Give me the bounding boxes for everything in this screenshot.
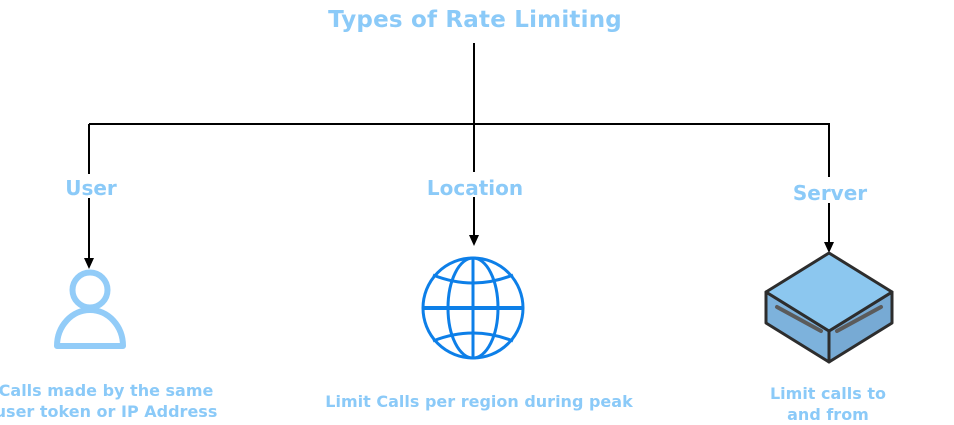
server-vent-line [835, 305, 883, 333]
globe-meridian-ellipse [446, 256, 500, 360]
arrow-down-icon [824, 242, 834, 253]
branch-label-location: Location [426, 176, 524, 200]
user-icon [54, 269, 126, 349]
arrow-down-icon [469, 235, 479, 246]
server-vent-line [775, 305, 823, 333]
user-icon-body [54, 307, 126, 349]
branch-caption-location: Limit Calls per region during peak [325, 392, 633, 411]
globe-latitude-top [432, 273, 514, 285]
branch-caption-server: Limit calls to and from specific servers… [769, 384, 887, 424]
arrow-down-icon [84, 258, 94, 269]
user-icon-head [69, 269, 111, 311]
globe-icon [421, 256, 525, 360]
server-icon [764, 251, 894, 364]
server-top-face [764, 251, 894, 333]
branch-label-server: Server [792, 181, 868, 205]
arrow-heads [84, 235, 834, 269]
diagram-title: Types of Rate Limiting [328, 7, 622, 33]
connector-lines [88, 43, 830, 260]
globe-latitude-bottom [432, 331, 514, 343]
branch-caption-user: Calls made by the same user token or IP … [0, 381, 218, 421]
server-vents [775, 305, 883, 333]
branch-label-user: User [65, 176, 117, 200]
